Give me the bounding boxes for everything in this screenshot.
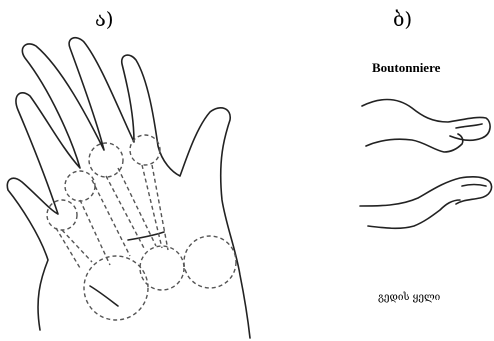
joint-circle xyxy=(140,246,184,290)
panel-b-title: Boutonniere xyxy=(372,60,441,75)
panel-b-label: ბ) xyxy=(393,7,412,31)
hand-illustration xyxy=(7,38,250,338)
tendon-line xyxy=(80,200,110,265)
tendon-line xyxy=(92,180,130,256)
swan-neck-finger xyxy=(360,177,492,229)
finger-outline-bottom xyxy=(368,200,460,228)
hand-outline xyxy=(7,38,250,338)
nail-line xyxy=(462,185,486,187)
boutonniere-finger xyxy=(362,100,490,153)
tendon-line xyxy=(152,165,168,250)
joint-circle xyxy=(184,236,236,288)
tendon-line xyxy=(62,230,92,262)
nail-line xyxy=(456,124,482,128)
panel-b-caption: გედის ყელი xyxy=(378,292,441,303)
panel-a-label: ა) xyxy=(95,7,114,31)
joint-circle xyxy=(65,171,95,201)
finger-outline-bottom xyxy=(366,134,463,152)
finger-outline-top xyxy=(362,100,490,141)
finger-outline-top xyxy=(360,177,492,206)
joint-circle xyxy=(47,200,77,230)
tendon-line xyxy=(56,228,80,268)
joint-circle xyxy=(130,135,160,165)
joint-circle xyxy=(89,143,123,177)
wrist-crease xyxy=(90,286,118,306)
